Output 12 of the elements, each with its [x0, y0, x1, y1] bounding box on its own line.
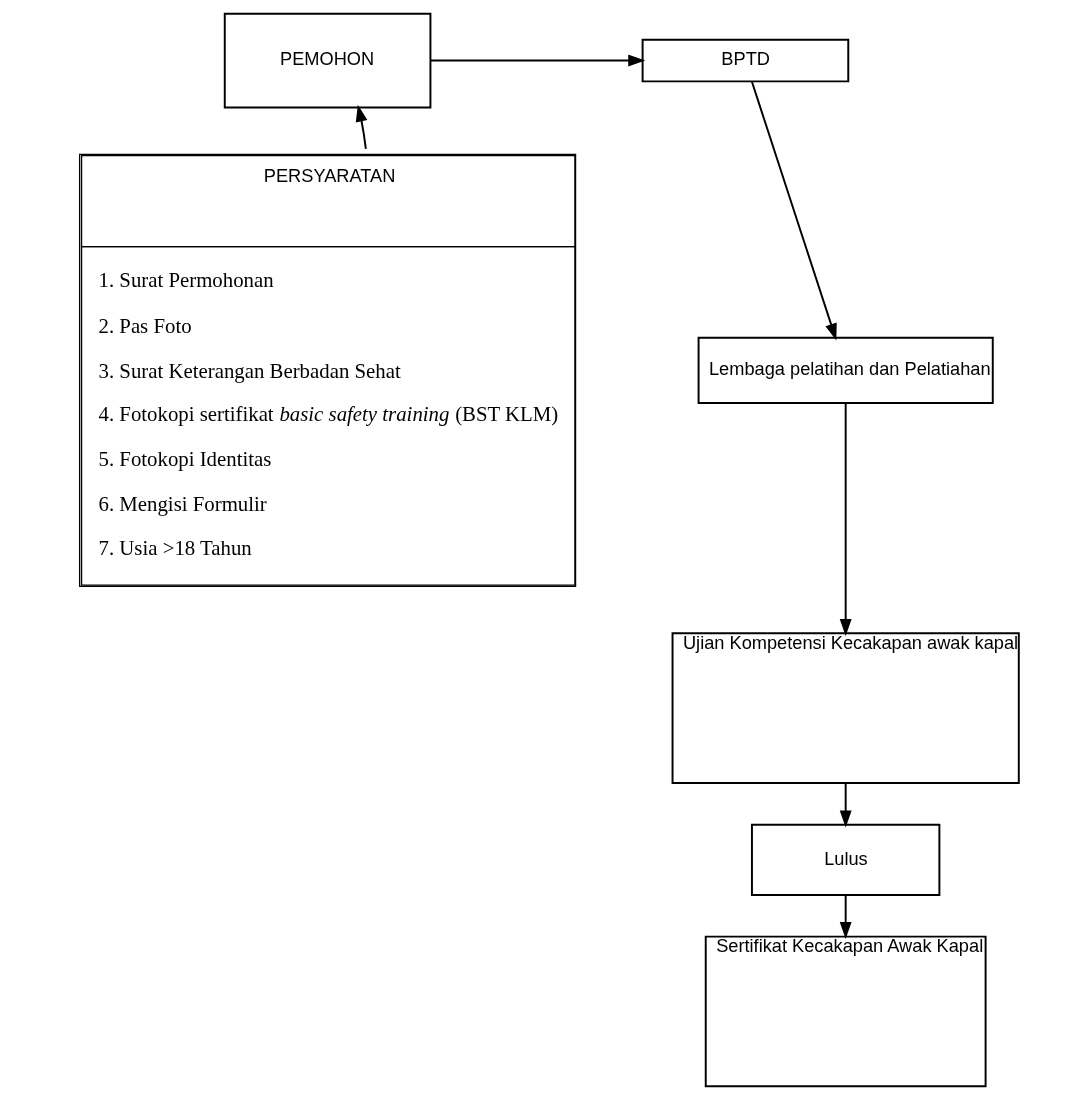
node-box: Lembaga pelatihan dan Pelatiahan	[697, 336, 994, 404]
arrow	[429, 54, 646, 67]
arrow	[839, 402, 852, 637]
node-box: PEMOHON	[223, 12, 432, 109]
node-box: Lulus	[750, 823, 941, 896]
arrow	[355, 104, 368, 150]
arrow	[839, 782, 852, 828]
node-box: Ujian Kompetensi Kecakapan awak kapal	[671, 632, 1020, 784]
arrow	[750, 80, 837, 341]
arrow	[839, 894, 852, 939]
node-box: Sertifikat Kecakapan Awak Kapal	[704, 935, 987, 1088]
node-box: BPTD	[641, 38, 850, 83]
